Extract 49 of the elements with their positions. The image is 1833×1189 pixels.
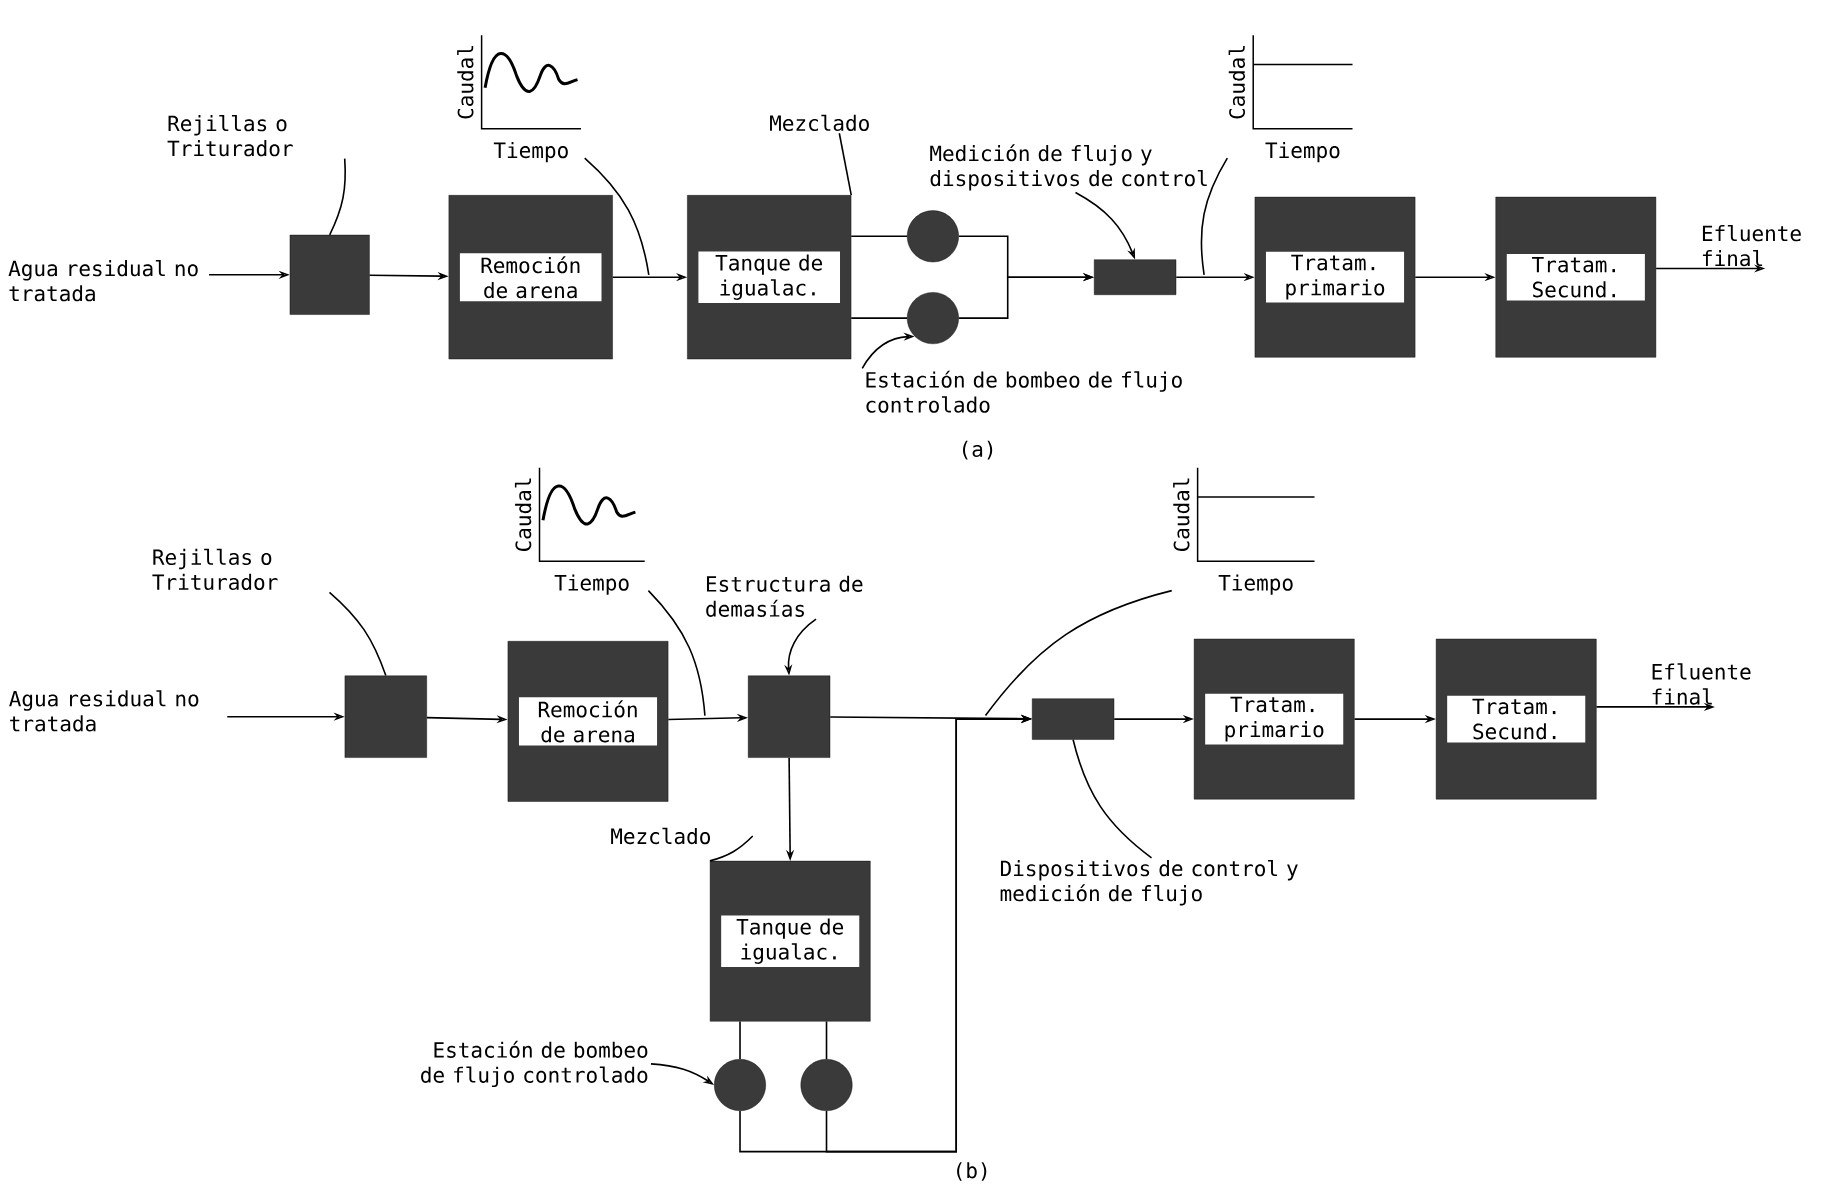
flow-line — [825, 1020, 828, 1060]
leader-line — [328, 157, 347, 236]
label-text: Efluente final — [1652, 663, 1751, 705]
label-text: Rejillas o Triturador — [152, 548, 278, 591]
leader-line — [1200, 157, 1229, 276]
flow-graph-drawing: Caudal Tiempo — [1173, 466, 1316, 595]
leader-line — [647, 589, 706, 717]
note-text: (a) — [963, 440, 993, 460]
process-box: Tratam. Secund. — [1495, 196, 1657, 358]
leader-line — [328, 591, 387, 677]
label-text: Estación de bombeo de flujo controlado — [866, 370, 1182, 413]
leader-line — [583, 157, 650, 276]
leader-line — [838, 132, 853, 196]
unit-box — [344, 675, 427, 758]
unit-box — [748, 675, 831, 758]
label-text: Medición de flujo y dispositivos de control — [930, 144, 1207, 191]
pump-circle — [907, 292, 959, 344]
label-text: Agua residual no tratada — [9, 690, 199, 732]
leader-line — [709, 835, 754, 862]
process-box: Remoción de arena — [507, 641, 669, 802]
note-text: (b) — [957, 1162, 987, 1181]
label-text: Dispositivos de control y medición de flujo — [1000, 859, 1298, 906]
pump-circle — [800, 1059, 853, 1111]
process-box: Tratam. Secund. — [1435, 638, 1597, 800]
process-box: Tanque de igualac. — [687, 195, 852, 360]
process-box: Tratam. primario — [1254, 196, 1416, 358]
flow-line — [850, 235, 908, 238]
flow-graph-drawing: Caudal Tiempo — [457, 34, 582, 163]
label-text: Mezclado — [770, 114, 869, 132]
leader-line — [984, 589, 1173, 717]
leader-line — [1072, 738, 1153, 859]
label-text: Rejillas o Triturador — [167, 115, 293, 157]
unit-box — [1032, 698, 1115, 740]
label-text: Mezclado — [611, 827, 710, 845]
flow-graph-drawing: Caudal Tiempo — [1228, 34, 1354, 163]
label-text: Efluente final — [1702, 224, 1801, 267]
process-box: Remoción de arena — [448, 195, 613, 360]
label-text: Estación de bombeo de flujo controlado — [421, 1040, 648, 1087]
unit-box — [289, 234, 370, 315]
pump-circle — [714, 1059, 766, 1111]
flow-graph-drawing: Caudal Tiempo — [514, 466, 646, 595]
process-box: Tanque de igualac. — [709, 860, 871, 1022]
label-text: Estructura de demasías — [706, 575, 863, 617]
unit-box — [1094, 259, 1177, 295]
flow-line — [850, 317, 908, 319]
process-box: Tratam. primario — [1193, 638, 1355, 800]
pump-circle — [907, 210, 959, 263]
label-text: Agua residual no tratada — [8, 260, 198, 302]
flow-line — [739, 1020, 741, 1060]
